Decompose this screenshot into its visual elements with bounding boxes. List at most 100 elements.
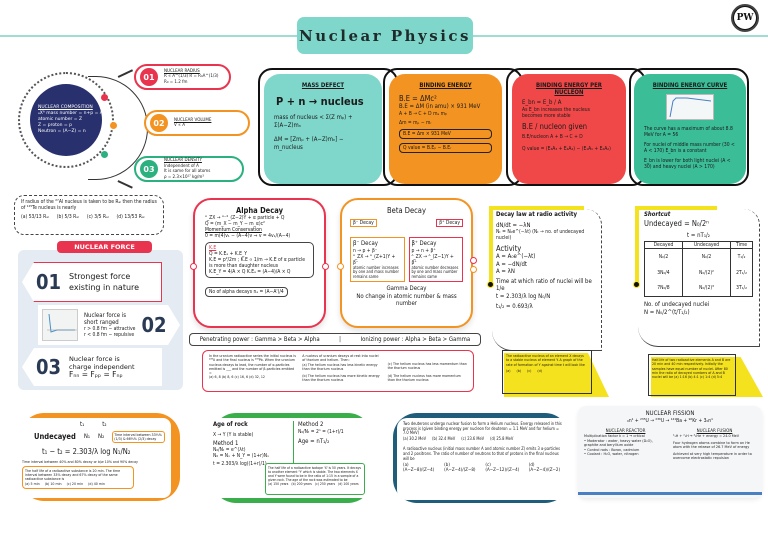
formula: n → p + β⁻: [353, 247, 378, 254]
force-text: Fₙₙ = Fₚₚ = Fₙₚ: [69, 370, 123, 379]
option: (c): [527, 368, 532, 373]
composition-line: Neutron = (A−Z) = n: [38, 129, 86, 134]
card-title: MASS DEFECT: [301, 82, 345, 89]
fission-card: NUCLEAR FISSION ₀n¹ + ²³⁵U → ²³⁶U → ¹⁴¹B…: [578, 406, 762, 498]
force-text: existing in nature: [69, 283, 140, 292]
node-dot: [487, 281, 494, 288]
table-cell: 2T₁/₂: [736, 269, 747, 276]
formula: N₀/Nₜ = 2ⁿ = (1+r)/1: [298, 428, 344, 435]
option: (d) 100 years: [338, 482, 359, 486]
subtitle: X → Y (Y is stable): [213, 431, 254, 438]
force-text: short ranged: [84, 319, 119, 326]
force-number: 02: [141, 313, 167, 337]
connector-line: [117, 180, 133, 189]
formula: t = nT₁/₂: [687, 231, 710, 239]
property-radius: 01 NUCLEAR RADIUS R ∝ A^(1/3) R = R₀A^(1…: [134, 64, 231, 90]
separator: |: [339, 335, 341, 343]
beta-plus-box: β⁺ Decay p → n + β⁺ ᴬ_ZX → ᴬ_(Z−1)Y + β⁺…: [408, 237, 463, 282]
fusion-title: NUCLEAR FUSION: [696, 428, 733, 434]
connector-dot-red: [101, 94, 108, 101]
table-row: N₀/2 N₀/2 T₁/₂: [644, 248, 753, 265]
node-dot: [337, 263, 344, 270]
option: (c) 20 min: [66, 481, 84, 486]
table-cell: N₀/2: [682, 248, 732, 265]
property-title: NUCLEAR VOLUME: [174, 117, 212, 123]
force-text: Nuclear force is: [69, 355, 120, 363]
formula: Nₜ = N₀e^(−λt) (Nₜ → no. of undecayed nu…: [496, 229, 585, 241]
question-decay: In the uranium radioactive series the in…: [202, 350, 474, 392]
formula: Time at which ratio of nuclei will be 1/…: [496, 277, 592, 293]
force-graph: [42, 309, 78, 341]
option: (d) 25.8 MeV: [490, 435, 514, 441]
node-dot: [470, 266, 477, 273]
bullet: The curve has a maximum of about 8.8 MeV…: [644, 126, 733, 138]
table-cell: N₀/(2)³: [682, 280, 732, 297]
card-be-per-nucleon: BINDING ENERGY PER NUCLEON E_bn = E_b / …: [512, 74, 626, 184]
option: (c) (A−Z−12)/(Z−4): [485, 463, 520, 473]
formula: ᴬ_ZX → ᴬ_(Z−1)Y + β⁺: [411, 253, 454, 266]
property-title: NUCLEAR DENSITY: [164, 158, 202, 163]
footer: No. of undecayed nuclei: [644, 301, 710, 308]
formula: t = 2.303/λ log N₀/N: [496, 292, 551, 300]
option: (c) 250 years: [314, 482, 336, 486]
card-mass-defect: MASS DEFECT P + n → nucleus mass of nucl…: [264, 74, 382, 184]
force-graph-icon: [43, 310, 77, 340]
formula: mass of nucleus < Σ(Z mₚ) + Σ(A−Z)mₙ: [274, 114, 353, 129]
property-line: ρ = 2.3×10¹⁷ kg/m³: [164, 174, 204, 180]
reactor-line: • Moderator : water, heavy water (D₂O), …: [584, 437, 653, 448]
formula: K.E = p²/2m ; K.E ∝ 1/m → K.E of α parti…: [209, 257, 306, 269]
card-title: BINDING ENERGY PER NUCLEON: [536, 82, 602, 96]
formula: A + B → C + D mₐ mᵦ: [399, 110, 447, 117]
force-number: 03: [36, 355, 62, 379]
connector-line: [117, 69, 133, 78]
table-header: Decayed: [644, 241, 683, 249]
formula: becomes more stable: [522, 112, 571, 119]
formula-box: B.E = Δm × 931 MeV: [399, 128, 492, 139]
property-number: 02: [150, 114, 168, 132]
formula: Momentum Conservation: [205, 227, 262, 233]
formula-box: Q value = B.Eₚ − B.Eᵣ: [399, 142, 492, 153]
t-label: t₁: [80, 421, 85, 428]
connector-dot-green: [101, 151, 108, 158]
n-label: N₂: [98, 432, 105, 440]
property-line: Independent of A: [164, 163, 199, 169]
formula: t = 2.303/λ log((1+r)/1): [213, 461, 267, 467]
yellow-accent: [489, 206, 493, 284]
card-title: Beta Decay: [387, 206, 426, 215]
force-text: charge independent: [69, 363, 135, 371]
option: (b): [516, 368, 522, 373]
table-cell: T₁/₂: [737, 253, 746, 260]
node-dot: [470, 257, 477, 264]
question-text: A radioactive nucleus (initial mass numb…: [403, 446, 561, 461]
question-box: The half life of a radioactive substance…: [22, 465, 134, 489]
table-cell: N₀/(2)²: [682, 264, 732, 281]
beta-tag: β⁻ Decay: [353, 240, 378, 247]
card-be-curve: BINDING ENERGY CURVE The curve has a max…: [634, 74, 746, 184]
formula: 0 = m(4)v₁ − (A−4)v ⇒ v = 4v₁/(A−4): [205, 233, 291, 239]
card-title: Shortcut: [644, 211, 671, 218]
option: (a) 5 min: [25, 481, 40, 486]
card-title: BINDING ENERGY: [419, 82, 472, 89]
formula: Q value = (E₃A₃ + E₄A₄) − (E₁A₁ + E₂A₂): [522, 145, 611, 152]
formula: ᴬ_ZX → ᴬ⁻⁴_(Z−2)Y + α particle + Q: [205, 215, 285, 221]
formula: B.E = ΔM (in amu) × 931 MeV: [399, 103, 481, 110]
formula: Q = K.Eₐ + K.E_Y: [209, 251, 247, 257]
reaction: P + n → nucleus: [276, 95, 364, 108]
card-title: Age of rock: [213, 421, 248, 428]
card-binding-energy: BINDING ENERGY B.E = ΔMc² B.E = ΔM (in a…: [389, 74, 502, 184]
table-header: Time: [730, 241, 753, 249]
formula: atomic number decreases by one and mass …: [411, 264, 459, 279]
question-text: A nucleus of uranium decays at rest into…: [302, 354, 379, 363]
option: (a) (A−Z−8)/(Z−4): [403, 463, 435, 473]
formula: t₁ − t₂ = 2.303/λ log N₁/N₂: [42, 446, 131, 456]
logo-text: PW: [734, 7, 756, 29]
option: (a) 53/13 Rₐₗ: [21, 214, 49, 220]
table-row: 3N₀/4 N₀/(2)² 2T₁/₂: [644, 264, 753, 281]
property-number: 01: [140, 68, 158, 86]
shortcut-card: Shortcut Undecayed = N₀/2ⁿ t = nT₁/₂ Dec…: [638, 209, 760, 347]
card-title: NUCLEAR FISSION: [645, 410, 695, 417]
connector-dot-orange: [110, 122, 117, 129]
formula: N = N₀/2^(t/T₁/₂): [644, 308, 690, 316]
reactor-line: • Coolant : H₂O, water, nitrogen: [584, 451, 639, 457]
property-title: NUCLEAR RADIUS: [164, 68, 200, 74]
